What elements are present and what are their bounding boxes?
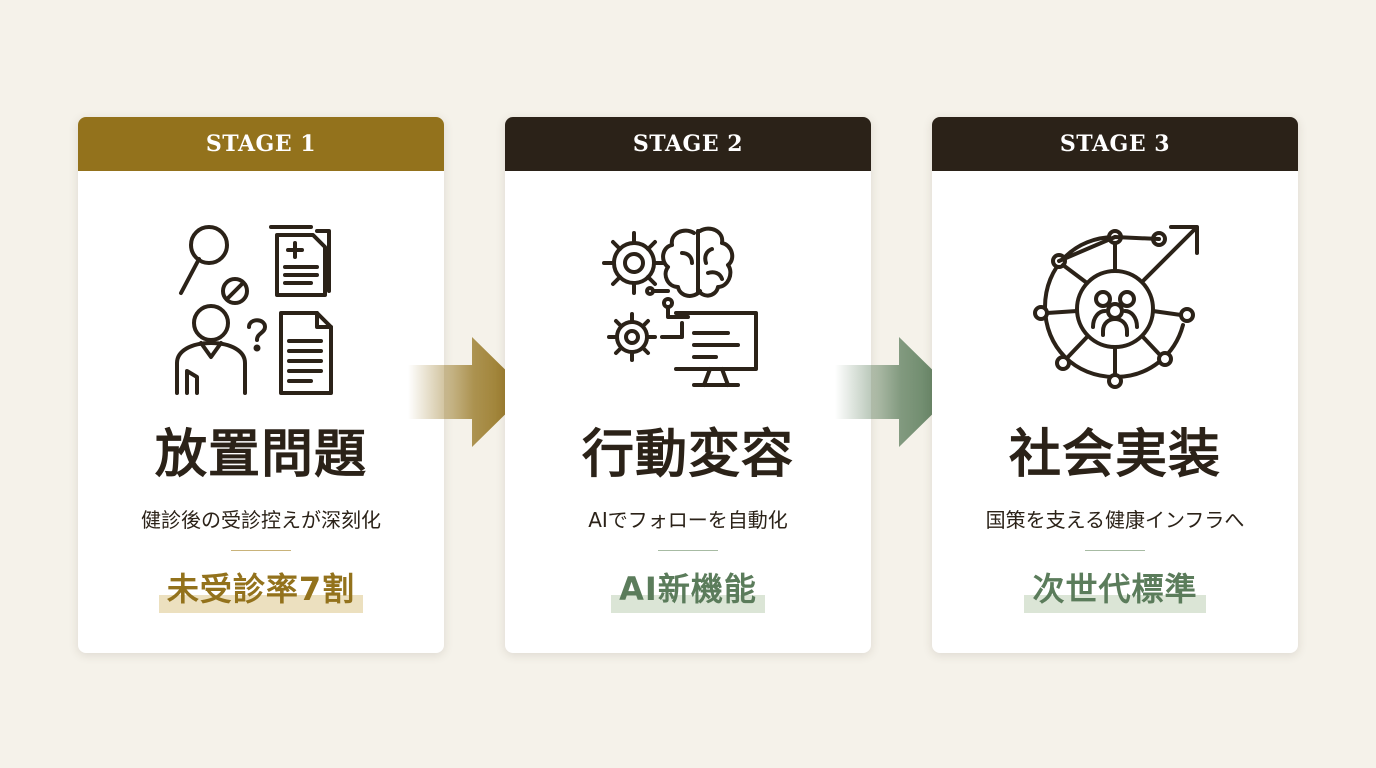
divider-2 (658, 550, 718, 551)
stage-description-1: 健診後の受診控えが深刻化 (141, 508, 381, 532)
stage-title-3: 社会実装 (1008, 424, 1221, 485)
stage-highlight-3: 次世代標準 (1024, 565, 1206, 613)
stage-highlight-2: AI新機能 (611, 565, 765, 613)
divider-3 (1085, 550, 1145, 551)
right-arrow-green-icon (835, 337, 955, 447)
stage-header-1: STAGE 1 (78, 117, 444, 171)
stage-description-2: AIでフォローを自動化 (588, 508, 788, 532)
ai-brain-gears-icon (598, 217, 778, 397)
society-network-growth-icon (1025, 217, 1205, 397)
stage-card-2: STAGE 2 (505, 117, 871, 653)
divider-1 (231, 550, 291, 551)
right-arrow-gold-icon (408, 337, 528, 447)
stage-title-2: 行動変容 (581, 424, 794, 485)
stage-title-1: 放置問題 (154, 424, 367, 485)
stage-highlight-1: 未受診率7割 (158, 565, 364, 613)
stage-header-2: STAGE 2 (505, 117, 871, 171)
stage-description-3: 国策を支える健康インフラへ (985, 508, 1245, 532)
document-person-search-icon (171, 217, 351, 397)
stage-card-3: STAGE 3 (932, 117, 1298, 653)
stage-card-1: STAGE 1 (78, 117, 444, 653)
stage-header-3: STAGE 3 (932, 117, 1298, 171)
